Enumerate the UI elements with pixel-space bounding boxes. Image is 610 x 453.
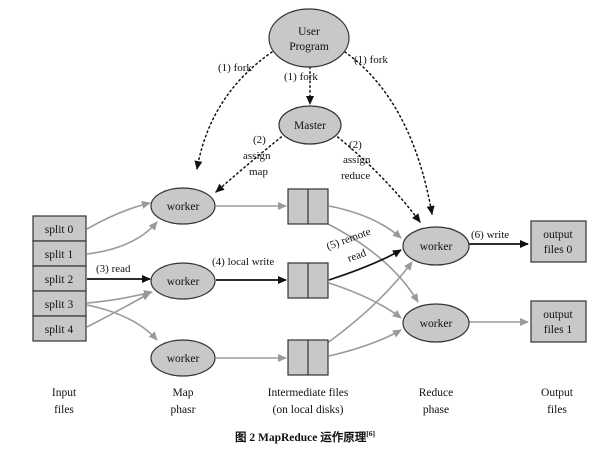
reduce-worker-2-label: worker xyxy=(420,318,453,330)
split-2 xyxy=(32,265,87,292)
reduce-worker-1-label: worker xyxy=(420,241,453,253)
master-node: Master xyxy=(278,105,342,145)
edge-assign-reduce xyxy=(333,133,421,223)
stage-reduce-1: Reduce xyxy=(419,387,453,399)
output-file-1: output files 1 xyxy=(530,300,587,343)
label-remote-read-1: (5) remote xyxy=(325,226,373,253)
label-fork-right: (1) fork xyxy=(354,54,388,66)
reduce-worker-1: worker xyxy=(402,226,470,266)
output-file-0-label-2: files 0 xyxy=(544,244,573,256)
split-0 xyxy=(32,215,87,242)
label-assign-reduce-2: assign xyxy=(343,154,371,166)
stage-intermediate-2: (on local disks) xyxy=(273,404,344,416)
edge-file3-reduce2 xyxy=(328,329,402,357)
label-remote-read-2: read xyxy=(346,247,368,265)
stage-input-1: Input xyxy=(52,387,77,399)
edge-file1-reduce2 xyxy=(323,221,419,303)
edge-file3-reduce1 xyxy=(325,261,413,345)
edge-split1-worker1 xyxy=(86,221,158,255)
edge-split4-worker2 xyxy=(86,292,151,328)
split-2-label: split 2 xyxy=(45,274,74,286)
label-assign-map-2: assign xyxy=(243,150,271,162)
label-assign-map-1: (2) xyxy=(253,134,266,146)
split-1-label: split 1 xyxy=(45,249,74,261)
reduce-worker-2: worker xyxy=(402,303,470,343)
split-3 xyxy=(32,290,87,317)
label-read: (3) read xyxy=(96,263,131,275)
stage-intermediate-1: Intermediate files xyxy=(268,387,349,399)
intermediate-file-3 xyxy=(287,339,329,376)
label-assign-reduce-1: (2) xyxy=(349,139,362,151)
intermediate-file-2 xyxy=(287,262,329,299)
edge-split3-worker3 xyxy=(86,304,158,341)
edge-file2-reduce1 xyxy=(328,249,402,281)
label-fork-mid: (1) fork xyxy=(284,71,318,83)
figure-caption: 图 2 MapReduce 运作原理[6] xyxy=(235,429,375,444)
map-worker-2: worker xyxy=(150,262,216,300)
edge-file1-reduce1 xyxy=(328,205,402,239)
split-3-label: split 3 xyxy=(45,299,74,311)
stage-input-2: files xyxy=(54,404,74,416)
intermediate-file-1 xyxy=(287,188,329,225)
output-file-1-label-1: output xyxy=(543,309,573,321)
stage-output-1: Output xyxy=(541,387,574,399)
map-worker-1: worker xyxy=(150,187,216,225)
input-splits: split 0 split 1 split 2 split 3 split 4 xyxy=(32,215,87,342)
split-1 xyxy=(32,240,87,267)
user-program-node: User Program xyxy=(268,8,350,68)
map-worker-3: worker xyxy=(150,339,216,377)
label-fork-left: (1) fork xyxy=(218,62,252,74)
stage-map-2: phasr xyxy=(171,404,196,416)
split-4-label: split 4 xyxy=(45,324,74,336)
label-write: (6) write xyxy=(471,229,509,241)
edge-split0-worker1 xyxy=(86,200,151,230)
output-file-0: output files 0 xyxy=(530,220,587,263)
user-program-label-2: Program xyxy=(289,41,329,53)
figure-caption-ref: [6] xyxy=(366,429,375,438)
split-0-label: split 0 xyxy=(45,224,74,236)
map-worker-1-label: worker xyxy=(167,201,200,213)
edge-fork-right xyxy=(344,51,435,215)
user-program-label-1: User xyxy=(298,26,320,38)
edge-fork-left xyxy=(194,51,273,170)
figure-caption-text: 图 2 MapReduce 运作原理 xyxy=(235,430,367,444)
label-local-write: (4) local write xyxy=(212,256,274,268)
edge-file2-reduce2 xyxy=(328,282,402,319)
stage-reduce-2: phase xyxy=(423,404,449,416)
stage-output-2: files xyxy=(547,404,567,416)
output-file-0-label-1: output xyxy=(543,229,573,241)
label-assign-reduce-3: reduce xyxy=(341,170,370,182)
edge-assign-map xyxy=(215,133,286,193)
label-assign-map-3: map xyxy=(249,166,268,178)
master-label: Master xyxy=(294,120,326,132)
split-4 xyxy=(32,315,87,342)
output-file-1-label-2: files 1 xyxy=(544,324,573,336)
stage-map-1: Map xyxy=(172,387,193,399)
map-worker-3-label: worker xyxy=(167,353,200,365)
map-worker-2-label: worker xyxy=(167,276,200,288)
